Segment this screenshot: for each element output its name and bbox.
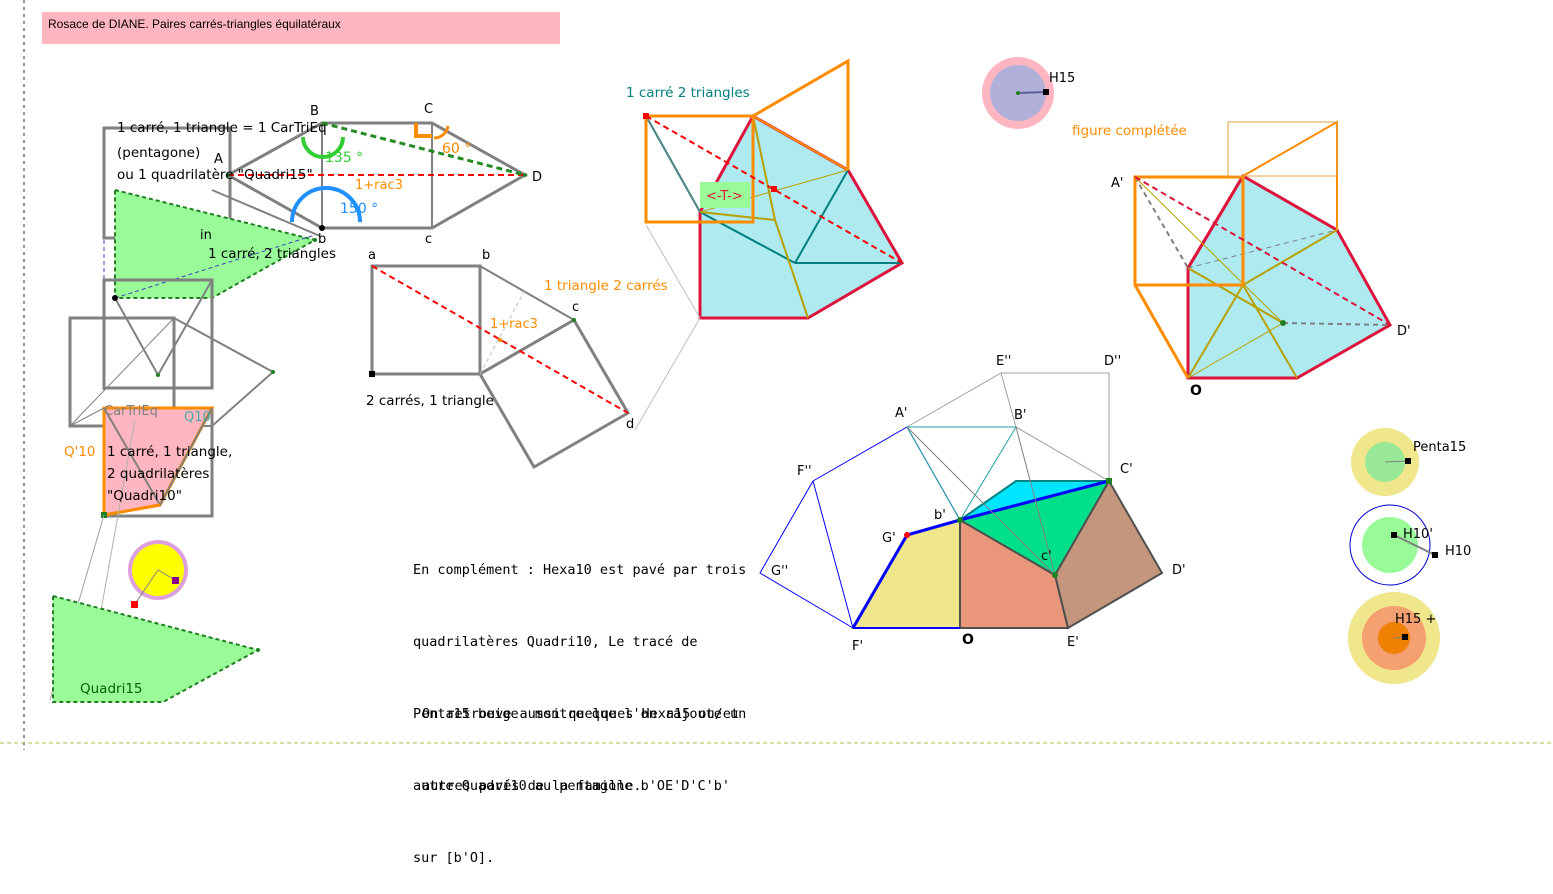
t-button-label[interactable]: <-T-> xyxy=(706,189,743,204)
angle-60-label: 60 ° xyxy=(442,141,471,157)
cartrieq-label: CarTriEq xyxy=(104,404,158,419)
rac3-mid-label: 1+rac3 xyxy=(490,317,538,332)
left-lower-desc-line3: "Quadri10" xyxy=(107,488,182,504)
point-c-label: c xyxy=(572,300,579,315)
t-button[interactable] xyxy=(700,182,750,208)
hexagon-tiling xyxy=(759,372,1164,630)
left-desc-line3: ou 1 quadrilatère "Quadri15" xyxy=(117,167,313,183)
point-A-prime-fig-label: A' xyxy=(1111,176,1123,191)
point-c-prime-label: c' xyxy=(1041,549,1052,564)
left-lower-desc-line1: 1 carré, 1 triangle, xyxy=(107,444,232,460)
in-label: in xyxy=(200,228,212,243)
two-squares-one-triangle xyxy=(369,264,631,470)
left-lower-desc-line2: 2 quadrilatères xyxy=(107,466,209,482)
point-B-label: B xyxy=(310,104,319,119)
point-C-label: C xyxy=(424,102,433,117)
point-A-prime-label: A' xyxy=(895,406,907,421)
point-F-dblprime-label: F'' xyxy=(797,464,812,479)
one-square-two-triangles-figure: <-T-> xyxy=(634,58,905,431)
point-b-label: b xyxy=(482,248,490,263)
triangle-two-squares-label: 1 triangle 2 carrés xyxy=(544,278,668,294)
h15-label: H15 xyxy=(1049,71,1075,86)
point-d-label: d xyxy=(626,417,634,432)
left-square-two-triangles-label: 1 carré, 2 triangles xyxy=(208,246,336,262)
completed-figure-label: figure complétée xyxy=(1072,123,1187,139)
hexa15-note: On retrouve aussi quelques Hexa15 ou/et … xyxy=(422,654,739,822)
note-line: En complément : Hexa10 est pavé par troi… xyxy=(413,562,747,578)
note-line: sur [b'O]. xyxy=(413,850,495,866)
note-line: autres pavés de la famille. xyxy=(422,778,642,794)
h15plus-slider[interactable] xyxy=(1348,592,1440,684)
point-O-label: O xyxy=(962,632,974,648)
point-D-prime-label: D' xyxy=(1172,563,1186,578)
geometry-canvas[interactable]: <-T-> xyxy=(0,0,1553,866)
h15-plus-label: H15 + xyxy=(1395,612,1436,627)
angle-135-label: 135 ° xyxy=(325,150,363,166)
q10-label: Q10 xyxy=(184,410,211,425)
point-D-prime-fig-label: D' xyxy=(1397,324,1411,339)
point-F-prime-label: F' xyxy=(852,639,863,654)
point-G-prime-label: G' xyxy=(882,531,896,546)
left-desc-line2: (pentagone) xyxy=(117,145,200,161)
penta15-label: Penta15 xyxy=(1413,440,1466,455)
note-line: On retrouve aussi quelques Hexa15 ou/et xyxy=(422,706,739,722)
point-b-upper-label: b xyxy=(318,232,326,247)
point-D-dblprime-label: D'' xyxy=(1104,354,1121,369)
point-b-prime-label: b' xyxy=(934,508,946,523)
h15-slider[interactable] xyxy=(982,57,1054,129)
left-top-construction xyxy=(102,121,529,390)
h10-slider[interactable] xyxy=(1349,504,1438,586)
point-a-label: a xyxy=(368,248,376,263)
point-B-prime-label: B' xyxy=(1014,408,1027,423)
rac3-top-label: 1+rac3 xyxy=(355,178,403,193)
point-C-prime-label: C' xyxy=(1120,462,1133,477)
point-O-fig-label: O xyxy=(1190,383,1202,399)
top-square-two-triangles-label: 1 carré 2 triangles xyxy=(626,85,750,101)
geometry-drawing[interactable]: <-T-> xyxy=(0,0,1553,750)
penta15-slider[interactable] xyxy=(1351,428,1419,496)
left-middle-construction xyxy=(68,278,275,428)
point-G-dblprime-label: G'' xyxy=(771,564,788,579)
two-squares-triangle-label: 2 carrés, 1 triangle xyxy=(366,393,494,409)
h10-prime-label: H10' xyxy=(1403,527,1433,542)
quadri15-shape xyxy=(52,594,261,703)
h10-label: H10 xyxy=(1445,544,1471,559)
point-E-dblprime-label: E'' xyxy=(996,354,1011,369)
yellow-slider-circle[interactable] xyxy=(128,540,188,608)
point-c-upper-label: c xyxy=(425,232,432,247)
completed-figure xyxy=(1133,120,1393,380)
note-line: quadrilatères Quadri10, Le tracé de xyxy=(413,634,698,650)
point-E-prime-label: E' xyxy=(1067,635,1079,650)
quadri15-label: Quadri15 xyxy=(80,681,143,697)
q10-prime-label: Q'10 xyxy=(64,444,96,460)
left-desc-line1: 1 carré, 1 triangle = 1 CarTriEq xyxy=(117,120,327,136)
angle-150-label: 150 ° xyxy=(340,201,378,217)
point-A-label: A xyxy=(214,152,223,167)
page-title: Rosace de DIANE. Paires carrés-triangles… xyxy=(42,12,560,44)
point-D-label: D xyxy=(532,170,542,185)
note-line: Penta15 beige montre que l'on rajoute un xyxy=(413,706,747,722)
